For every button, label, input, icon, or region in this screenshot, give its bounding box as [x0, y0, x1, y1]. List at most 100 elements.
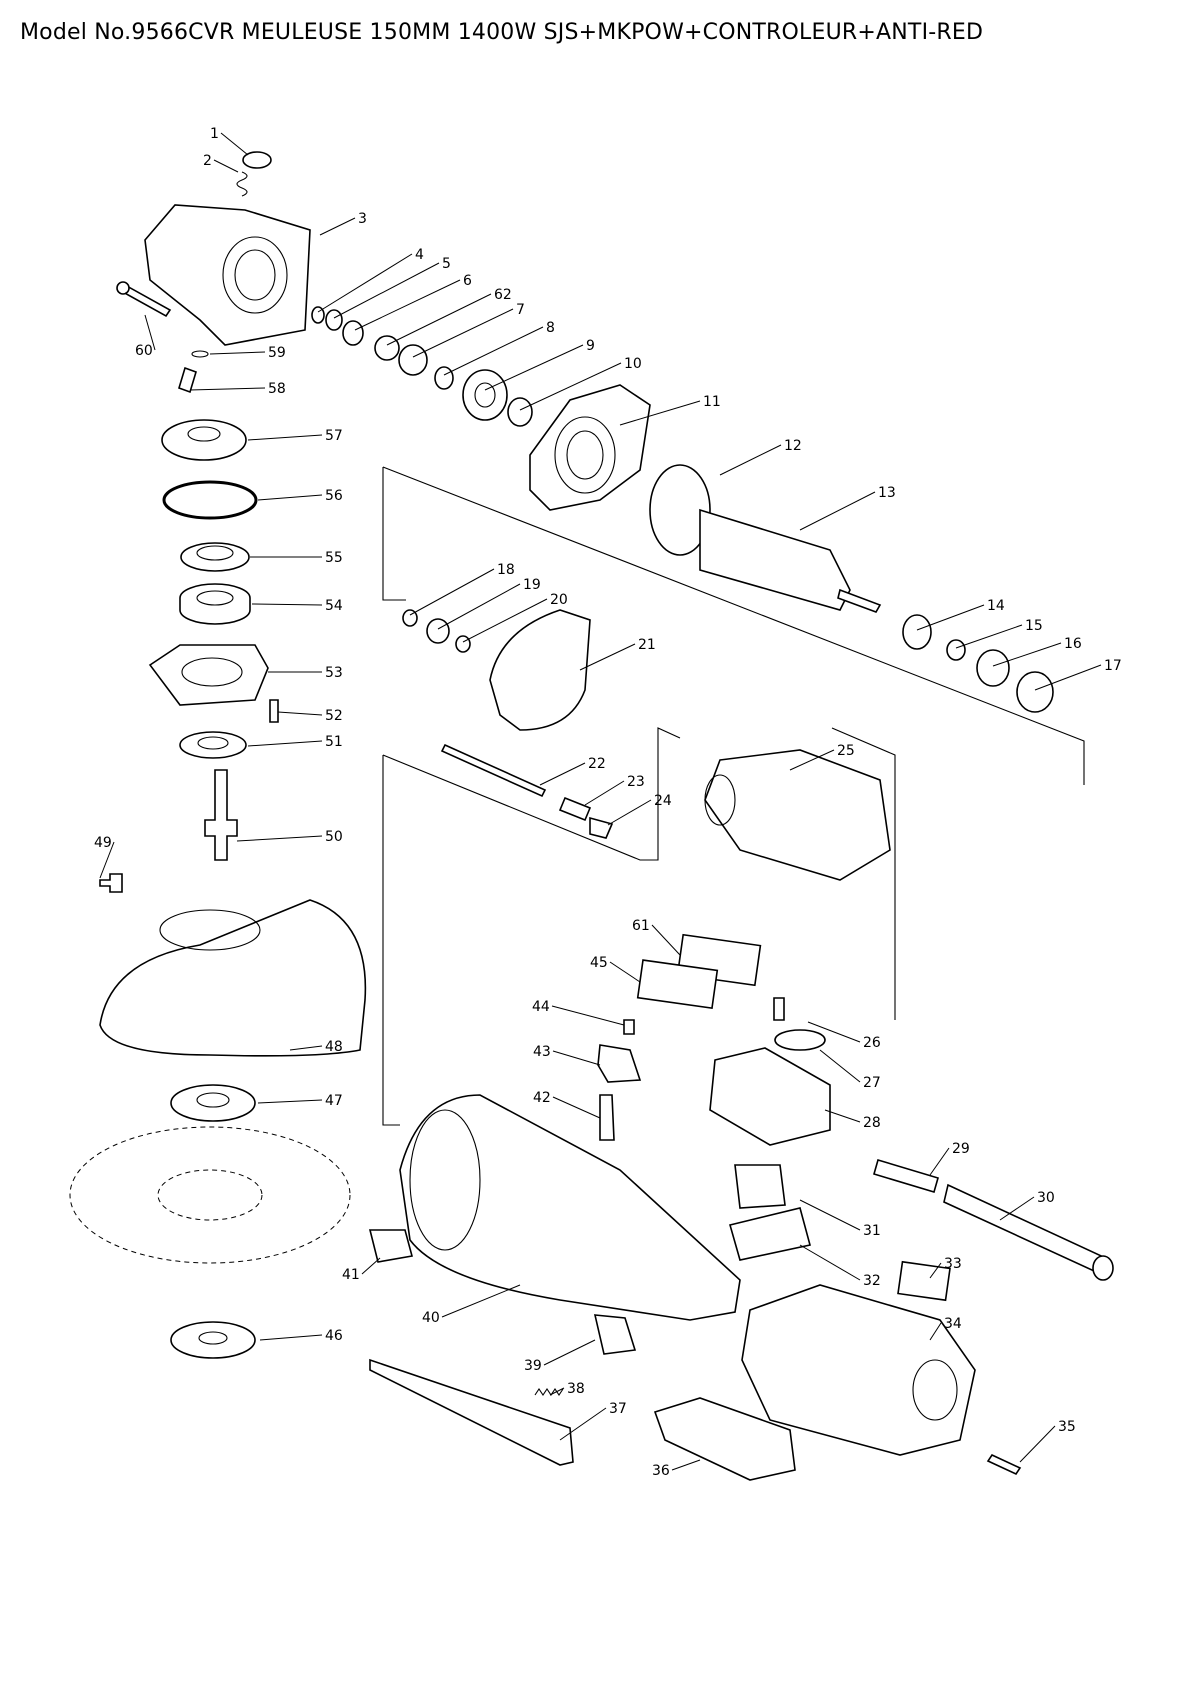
leader-line-48: [289, 1045, 323, 1051]
callout-label-52: 52: [325, 708, 343, 724]
part-40-motor-housing: [399, 1094, 741, 1321]
callout-label-6: 6: [463, 273, 472, 289]
part-33-label: [897, 1260, 951, 1302]
callout-label-61: 61: [632, 918, 650, 934]
callout-label-10: 10: [624, 356, 642, 372]
callout-label-12: 12: [784, 438, 802, 454]
leader-line-19: [437, 583, 521, 630]
part-59-oring: [191, 350, 209, 358]
leader-line-41: [361, 1257, 381, 1275]
part-29-cord-guard: [873, 1159, 939, 1193]
leader-line-4: [317, 253, 413, 313]
callout-label-36: 36: [652, 1463, 670, 1479]
leader-line-31: [799, 1199, 861, 1231]
leader-line-39: [543, 1339, 596, 1366]
part-35-screw: [986, 1453, 1022, 1476]
part-10-washer: [507, 397, 533, 427]
leader-line-2: [213, 159, 239, 173]
part-32-switch-plate: [729, 1207, 811, 1261]
callout-label-28: 28: [863, 1115, 881, 1131]
leader-line-23: [584, 780, 625, 806]
callout-label-19: 19: [523, 577, 541, 593]
part-38-spring: [534, 1388, 564, 1396]
leader-line-49: [99, 841, 115, 879]
leader-line-33: [929, 1262, 942, 1279]
callout-label-1: 1: [210, 126, 219, 142]
leader-line-13: [799, 491, 876, 531]
leader-line-11: [619, 400, 701, 426]
part-1-cap: [242, 151, 272, 169]
callout-label-7: 7: [516, 302, 525, 318]
callout-label-18: 18: [497, 562, 515, 578]
leader-line-21: [579, 643, 636, 671]
leader-line-47: [257, 1099, 323, 1104]
part-2-spring: [236, 171, 248, 197]
callout-label-40: 40: [422, 1310, 440, 1326]
part-46-lock-nut: [170, 1321, 256, 1359]
leader-line-42: [552, 1096, 601, 1119]
leader-line-27: [819, 1049, 861, 1083]
part-45-label: [636, 959, 719, 1010]
callout-label-31: 31: [863, 1223, 881, 1239]
leader-line-50: [236, 835, 323, 842]
callout-label-39: 39: [524, 1358, 542, 1374]
callout-label-34: 34: [944, 1316, 962, 1332]
part-51-seal: [179, 731, 247, 759]
part-44-screw: [623, 1019, 635, 1035]
part-30-cord: [943, 1183, 1111, 1278]
part-34-rear-cover: [741, 1284, 976, 1456]
part-57-bevel-gear: [161, 419, 247, 461]
leader-line-40: [441, 1284, 521, 1318]
callout-label-20: 20: [550, 592, 568, 608]
callout-label-17: 17: [1104, 658, 1122, 674]
leader-line-60: [144, 314, 156, 351]
callout-label-32: 32: [863, 1273, 881, 1289]
leader-line-30: [999, 1196, 1035, 1221]
part-24-clip: [589, 816, 614, 839]
callout-label-23: 23: [627, 774, 645, 790]
leader-line-56: [257, 494, 323, 501]
leader-line-36: [671, 1459, 701, 1471]
part-25-stator: [704, 749, 891, 881]
leader-line-59: [209, 351, 266, 355]
leader-line-54: [251, 603, 323, 606]
leader-line-7: [412, 308, 514, 358]
callout-label-33: 33: [944, 1256, 962, 1272]
leader-line-45: [609, 961, 641, 983]
callout-label-43: 43: [533, 1044, 551, 1060]
leader-line-61: [651, 924, 681, 956]
callout-label-46: 46: [325, 1328, 343, 1344]
part-28-controller: [709, 1047, 831, 1146]
callout-label-62: 62: [494, 287, 512, 303]
part-48-wheel-guard: [99, 899, 367, 1057]
part-56-oring: [162, 480, 258, 520]
callout-label-26: 26: [863, 1035, 881, 1051]
callout-label-47: 47: [325, 1093, 343, 1109]
part-6-gear: [342, 320, 364, 346]
leader-line-6: [354, 279, 461, 331]
callout-label-51: 51: [325, 734, 343, 750]
part-shapes-right: [311, 306, 1054, 881]
callout-label-53: 53: [325, 665, 343, 681]
leader-line-9: [484, 344, 584, 391]
callout-label-22: 22: [588, 756, 606, 772]
part-3-gear-housing: [144, 204, 311, 346]
leader-line-32: [799, 1244, 861, 1281]
callout-leader-lines: [99, 132, 1102, 1471]
callout-label-30: 30: [1037, 1190, 1055, 1206]
callout-labels: 1234566278910111213141516171819202122232…: [94, 126, 1122, 1479]
leader-line-8: [443, 326, 544, 376]
leader-line-12: [719, 444, 782, 476]
leader-line-5: [333, 262, 440, 319]
callout-label-49: 49: [94, 835, 112, 851]
leader-line-15: [955, 624, 1023, 649]
callout-label-11: 11: [703, 394, 721, 410]
part-62-washer: [374, 335, 400, 361]
grinding-wheel-outline: [69, 1126, 351, 1264]
leader-line-10: [519, 362, 622, 411]
part-17-ring: [1016, 671, 1054, 713]
leader-line-25: [789, 749, 835, 771]
diagram-title: Model No.9566CVR MEULEUSE 150MM 1400W SJ…: [20, 20, 984, 45]
callout-label-35: 35: [1058, 1419, 1076, 1435]
part-52-screw: [269, 699, 279, 723]
